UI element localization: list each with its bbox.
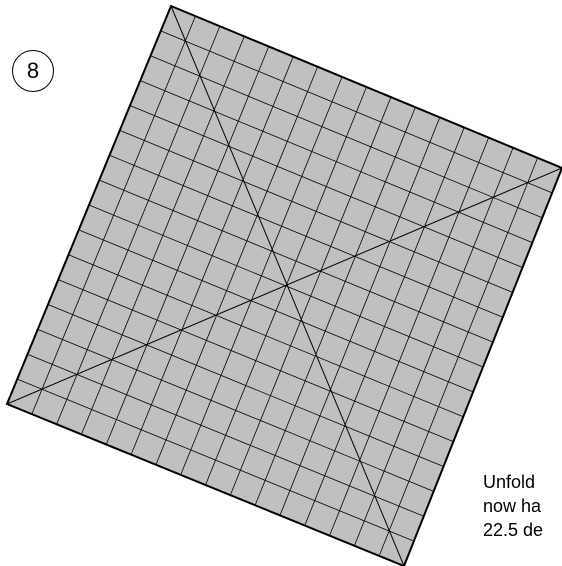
grid-line-a-14	[150, 55, 543, 219]
grid-line-b-8	[205, 86, 367, 486]
grid-line-b-11	[279, 117, 441, 516]
grid-line-a-12	[129, 105, 523, 268]
grid-lines	[17, 15, 553, 557]
grid-line-a-9	[99, 179, 494, 343]
grid-line-b-15	[378, 157, 538, 557]
grid-line-a-10	[109, 154, 503, 318]
grid-line-a-11	[119, 130, 513, 293]
step-number: 8	[26, 58, 40, 83]
instruction-caption: Unfold now ha 22.5 de	[483, 470, 543, 542]
grid-line-b-9	[229, 96, 392, 496]
caption-line-1: Unfold	[483, 472, 536, 492]
diagonal-crease-1	[170, 5, 405, 566]
grid-line-b-10	[254, 107, 416, 506]
grid-line-b-13	[329, 137, 490, 536]
grid-line-b-14	[354, 147, 514, 546]
caption-line-2: now ha	[483, 496, 542, 516]
grid-line-a-15	[160, 30, 553, 194]
grid-line-a-13	[140, 80, 533, 243]
caption-line-3: 22.5 de	[483, 520, 544, 540]
grid-line-b-12	[304, 127, 465, 526]
square-outline	[5, 4, 562, 566]
step-number-badge: 8	[12, 50, 54, 92]
diagonal-crease-2	[6, 167, 562, 405]
